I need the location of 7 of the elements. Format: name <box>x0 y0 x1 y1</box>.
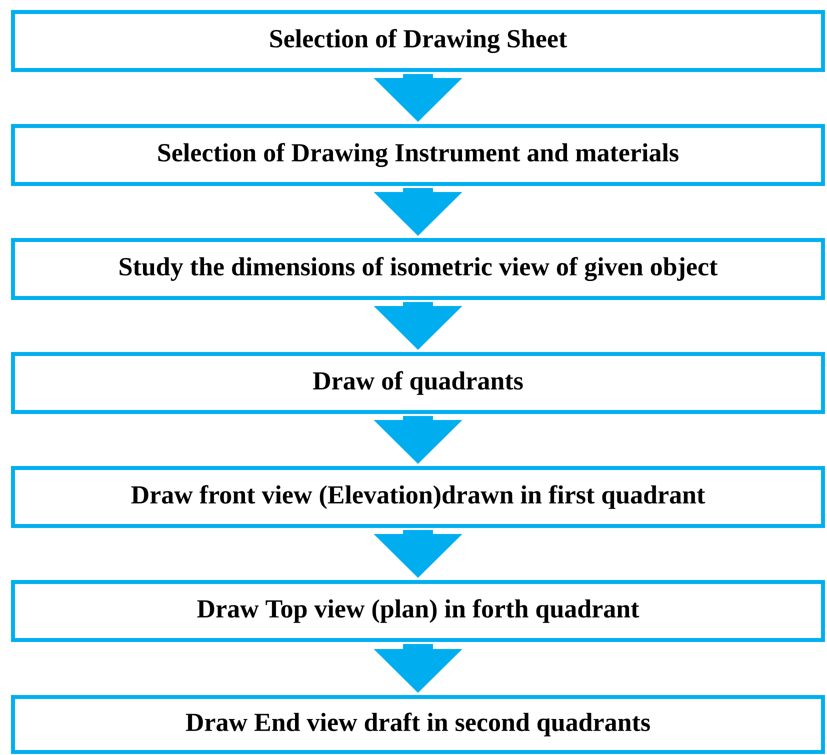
process-box: Draw of quadrants <box>11 352 825 414</box>
process-box: Selection of Drawing Sheet <box>11 10 825 72</box>
process-box: Study the dimensions of isometric view of given object <box>11 238 825 300</box>
process-box: Draw End view draft in second quadrants <box>11 695 825 754</box>
process-box: Selection of Drawing Instrument and materials <box>11 124 825 186</box>
process-box: Draw Top view (plan) in forth quadrant <box>11 580 825 642</box>
process-box: Draw front view (Elevation)drawn in first quadrant <box>11 466 825 528</box>
